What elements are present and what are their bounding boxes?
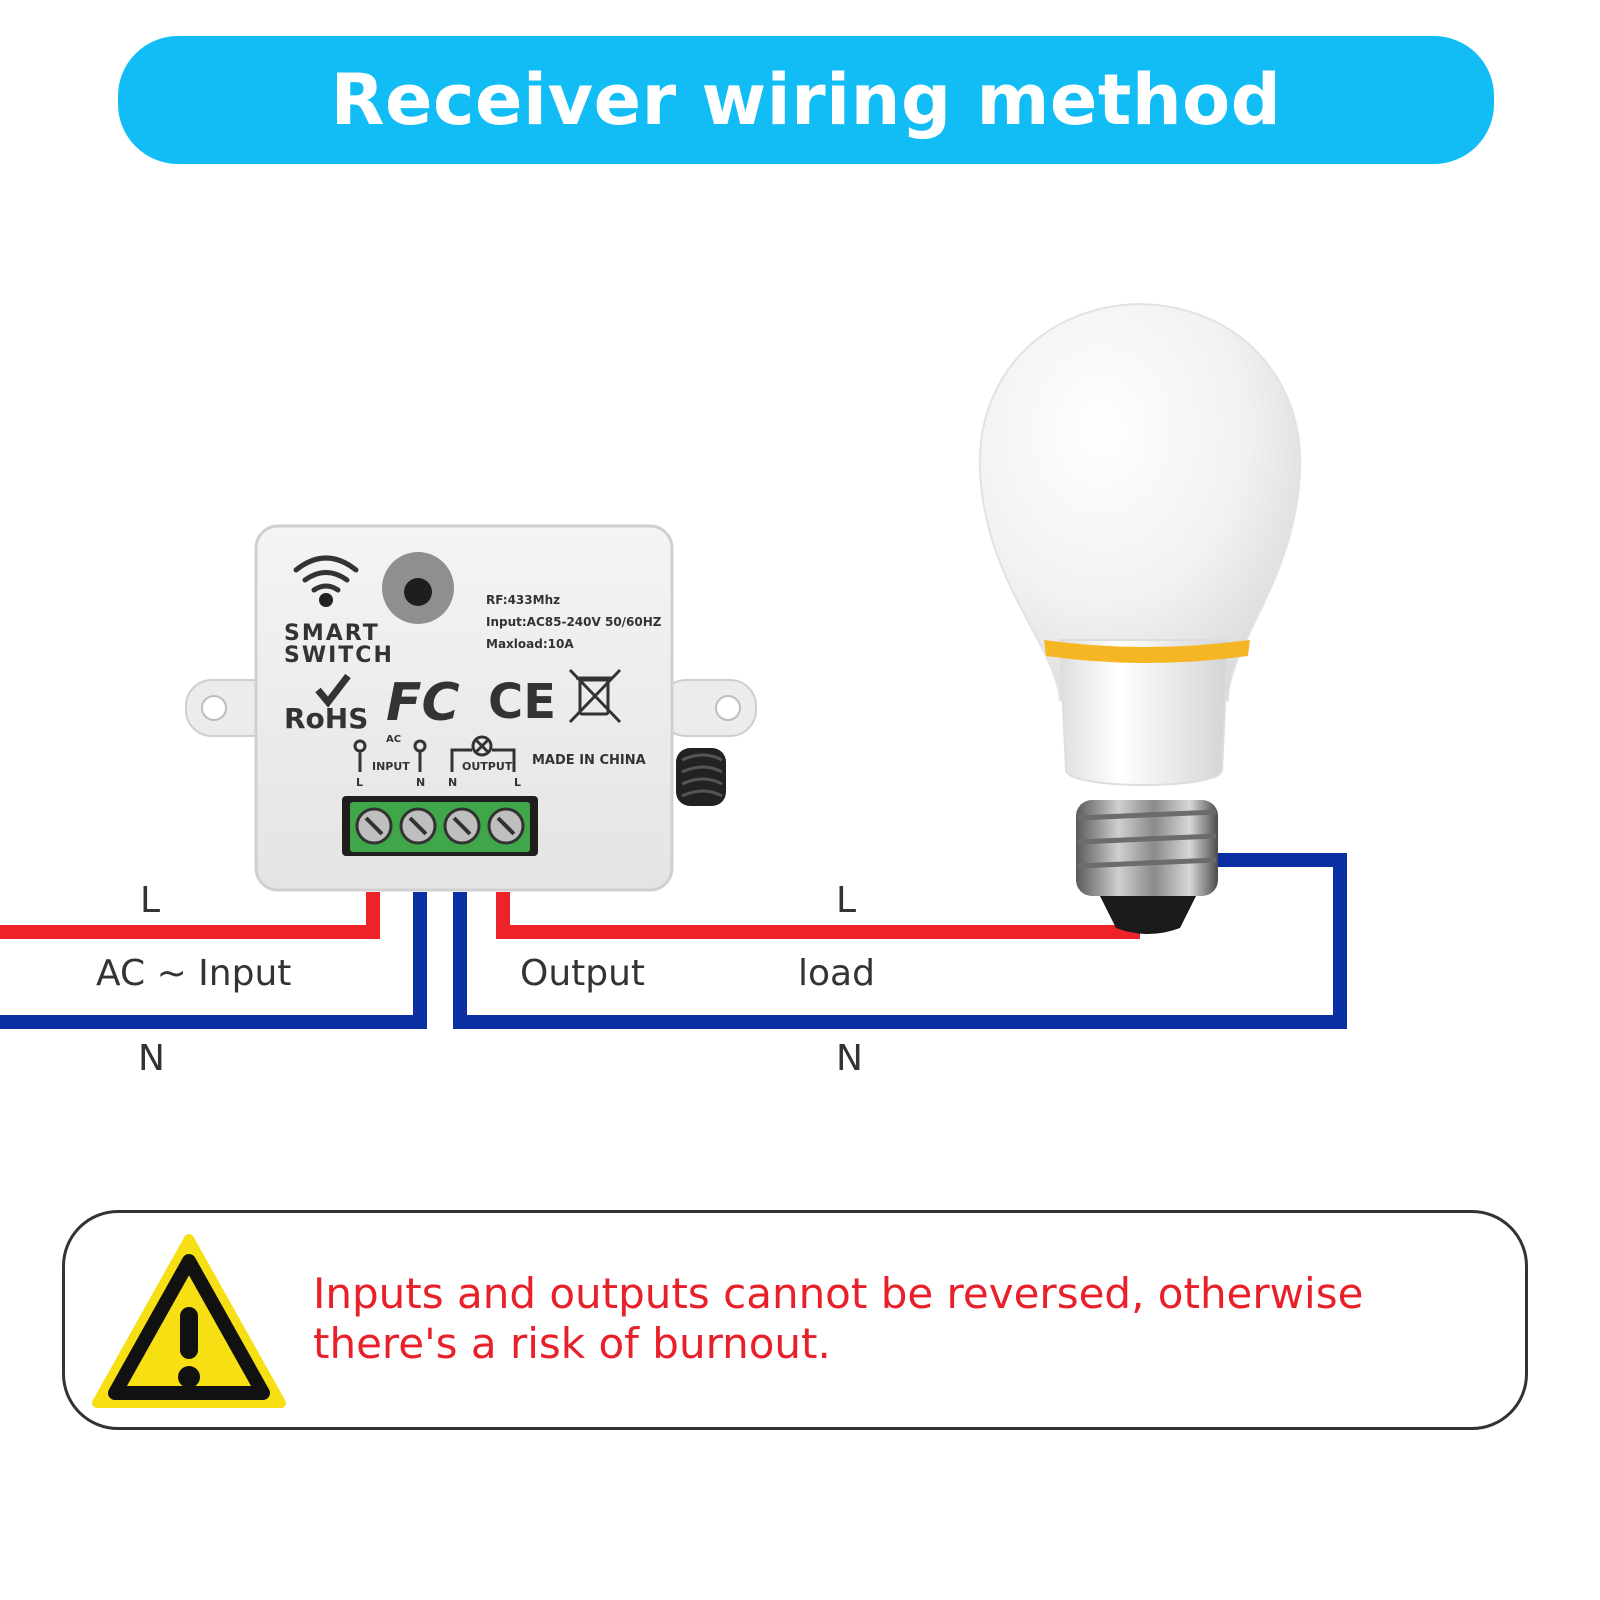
spec-input: Input:AC85-240V 50/60HZ [486,615,662,629]
warning-triangle-icon [92,1234,286,1408]
terminal-out-n: N [448,776,457,789]
cert-ce: CE [488,674,556,730]
warning-line-2: there's a risk of burnout. [313,1319,831,1368]
checkmark-icon [315,673,351,708]
output-neutral-wire [453,853,1347,1029]
brand-line-1: SMART [284,621,380,646]
warning-line-1: Inputs and outputs cannot be reversed, o… [313,1269,1364,1318]
input-terminal-symbol [353,739,427,772]
output-lamp-symbol [450,735,516,772]
made-in-label: MADE IN CHINA [532,753,646,768]
brand-line-2: SWITCH [284,643,394,668]
spec-maxload: Maxload:10A [486,637,574,651]
input-terminal-label: INPUT [372,760,410,773]
bulb-screw-base [1076,800,1218,896]
spec-rf: RF:433Mhz [486,593,560,607]
output-terminal-label: OUTPUT [462,760,513,773]
output-live-label: L [836,880,856,921]
input-neutral-label: N [138,1038,165,1079]
output-label: Output [520,953,645,994]
output-live-wire [496,892,1140,939]
antenna-coil-icon [676,748,726,806]
light-bulb-icon [978,302,1302,934]
terminal-out-l: L [514,776,521,789]
load-label: load [798,953,875,994]
output-neutral-label: N [836,1038,863,1079]
warning-message: Inputs and outputs cannot be reversed, o… [313,1269,1493,1369]
input-ac-label: AC ~ Input [96,953,291,994]
terminal-in-l: L [356,776,363,789]
ac-label: AC [386,734,401,745]
cert-fc: FC [386,673,460,733]
warning-box: Inputs and outputs cannot be reversed, o… [62,1210,1528,1430]
cert-rohs: RoHS [284,702,368,735]
input-live-wire [0,892,380,939]
smart-switch-device: SMART SWITCH RF:433Mhz Input:AC85-240V 5… [185,524,757,892]
pair-button [404,578,432,606]
input-neutral-wire [0,892,427,1029]
title-banner: Receiver wiring method [118,36,1494,164]
weee-bin-icon [568,668,622,724]
wifi-signal-icon [293,555,359,607]
page-title: Receiver wiring method [330,59,1282,141]
terminal-screws [355,807,525,845]
terminal-in-n: N [416,776,425,789]
input-live-label: L [140,880,160,921]
mounting-ear-right [659,679,757,737]
bulb-band [1044,640,1250,663]
